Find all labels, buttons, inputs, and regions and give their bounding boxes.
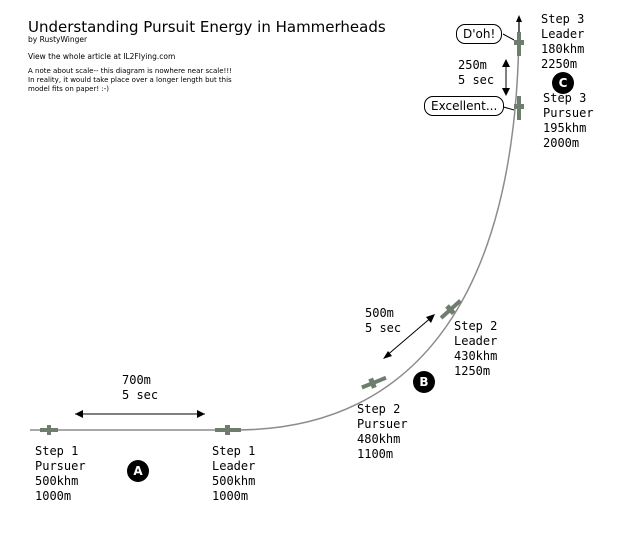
badge-a: A	[127, 460, 149, 482]
article-link-text: View the whole article at IL2Flying.com	[28, 52, 176, 61]
distance-label-2: 500m 5 sec	[365, 306, 402, 335]
badge-c: C	[552, 72, 574, 94]
aircraft-step2-leader	[439, 299, 462, 320]
distance-arrow-2	[383, 314, 435, 359]
label-step3-leader: Step 3 Leader 180khm 2250m	[541, 12, 585, 71]
speech-bubble-leader: D'oh!	[456, 24, 503, 44]
bubble-tail-leader	[502, 33, 515, 41]
distance-arrow-1	[75, 410, 205, 418]
distance-arrow-3	[502, 59, 510, 96]
label-step1-leader: Step 1 Leader 500khm 1000m	[212, 444, 256, 503]
distance-label-1: 700m 5 sec	[122, 373, 159, 402]
label-step2-leader: Step 2 Leader 430khm 1250m	[454, 319, 498, 378]
speech-bubble-pursuer: Excellent...	[424, 96, 505, 116]
aircraft-step3-leader	[514, 32, 524, 56]
aircraft-step2-pursuer	[361, 375, 387, 390]
aircraft-step1-pursuer	[40, 425, 58, 435]
aircraft-step3-pursuer	[514, 96, 524, 120]
byline: by RustyWinger	[28, 35, 88, 44]
direction-arrow-up	[516, 15, 522, 32]
flight-path	[30, 19, 520, 431]
aircraft-step1-leader	[215, 425, 241, 435]
diagram-title: Understanding Pursuit Energy in Hammerhe…	[28, 18, 386, 36]
label-step1-pursuer: Step 1 Pursuer 500khm 1000m	[35, 444, 86, 503]
label-step2-pursuer: Step 2 Pursuer 480khm 1100m	[357, 402, 408, 461]
scale-note: A note about scale-- this diagram is now…	[28, 67, 232, 93]
label-step3-pursuer: Step 3 Pursuer 195khm 2000m	[543, 91, 594, 150]
distance-label-3: 250m 5 sec	[458, 58, 495, 87]
badge-b: B	[413, 371, 435, 393]
